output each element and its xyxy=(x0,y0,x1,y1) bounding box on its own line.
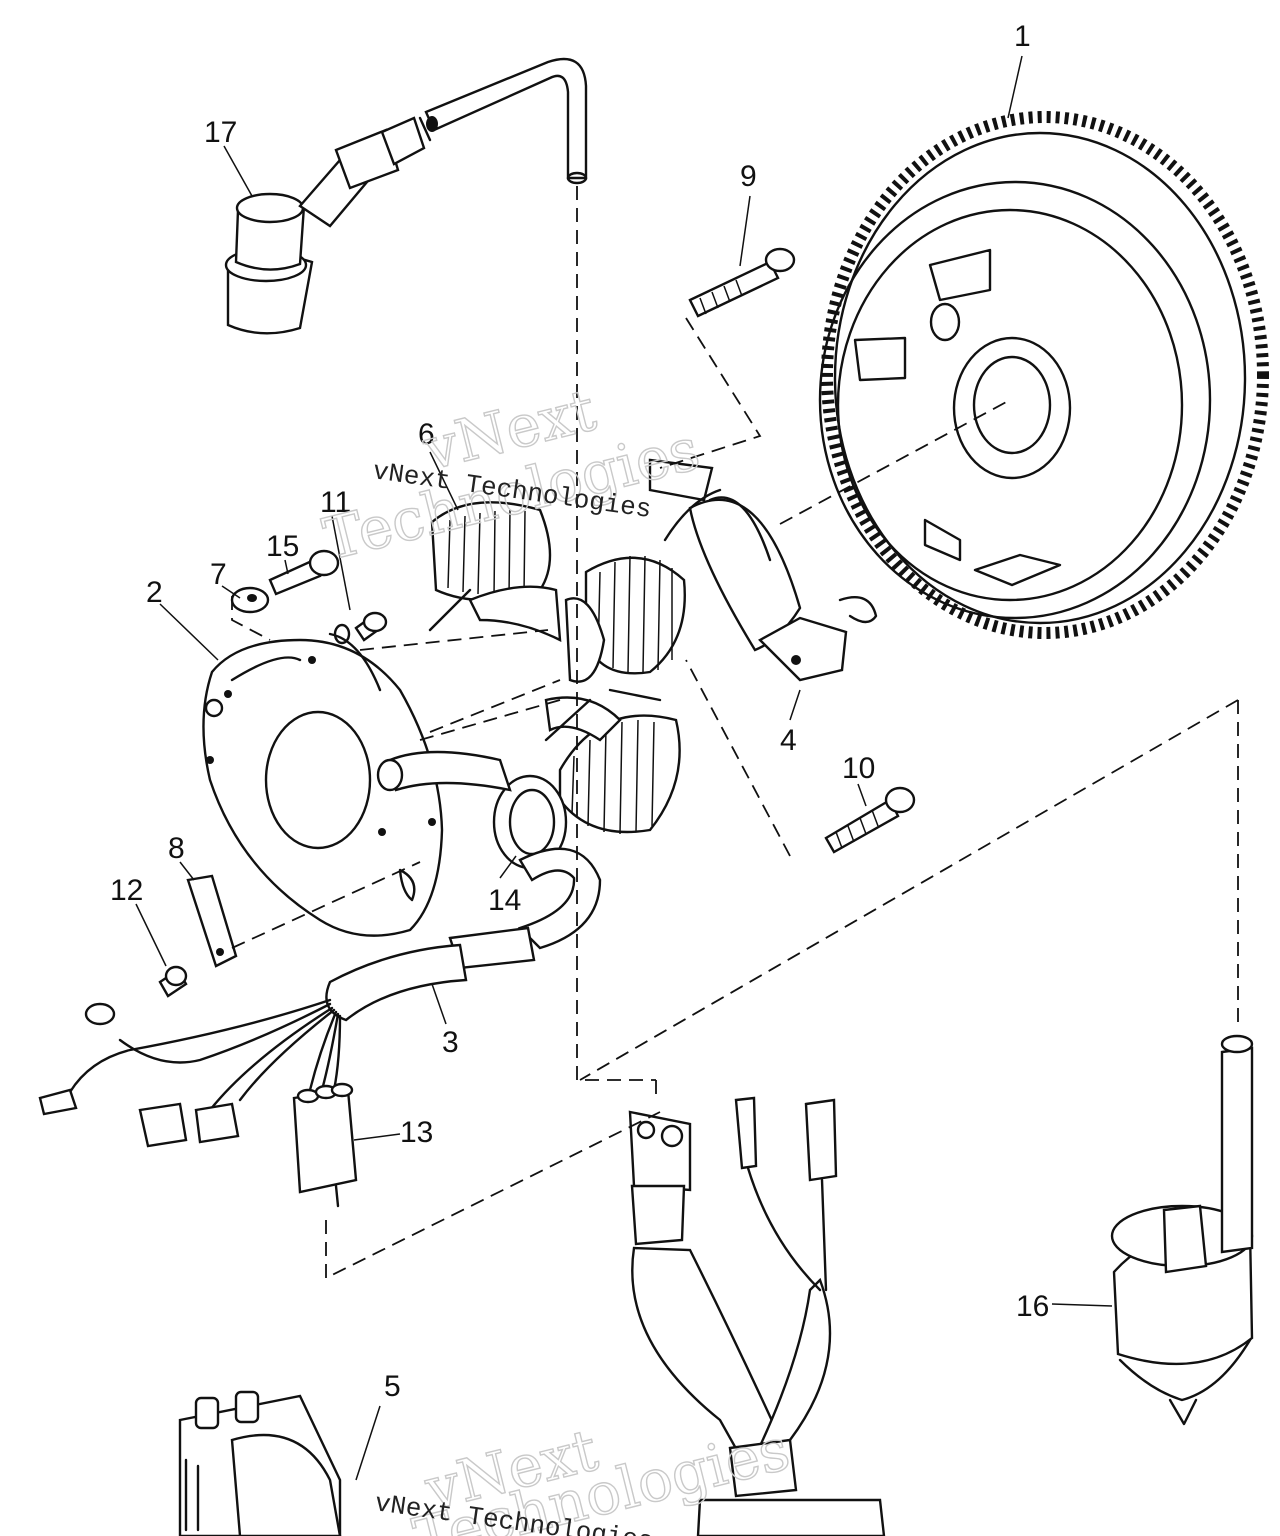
callout-17: 17 xyxy=(204,116,237,149)
callout-10: 10 xyxy=(842,752,875,785)
ignition-lead-wire xyxy=(424,57,588,185)
callout-14: 14 xyxy=(488,884,521,917)
callout-5: 5 xyxy=(384,1370,401,1403)
callout-13: 13 xyxy=(400,1116,433,1149)
callout-7: 7 xyxy=(210,558,227,591)
callout-9: 9 xyxy=(740,160,757,193)
callout-12: 12 xyxy=(110,874,143,907)
screw-12 xyxy=(158,965,188,998)
stator-plate xyxy=(202,623,444,937)
ignition-coil xyxy=(1110,1034,1254,1426)
spark-plug-cap xyxy=(224,116,432,335)
callout-8: 8 xyxy=(168,832,185,865)
callout-15: 15 xyxy=(266,530,299,563)
leader-lines xyxy=(135,55,1113,1481)
callout-1: 1 xyxy=(1014,20,1031,53)
screw-15 xyxy=(268,549,340,596)
callout-6: 6 xyxy=(418,418,435,451)
wire-harness xyxy=(38,750,602,1148)
screw-11 xyxy=(354,611,388,642)
bolt-10 xyxy=(824,786,916,854)
regulator xyxy=(178,1390,342,1536)
flywheel xyxy=(818,111,1269,639)
bolt-9 xyxy=(688,247,796,318)
callout-3: 3 xyxy=(442,1026,459,1059)
connector-13 xyxy=(292,1082,358,1208)
stator-coils xyxy=(428,501,686,835)
center-connector xyxy=(628,1096,886,1536)
callout-16: 16 xyxy=(1016,1290,1049,1323)
washer-7 xyxy=(230,586,270,614)
clamp-8 xyxy=(186,874,238,968)
pulser-coil xyxy=(648,458,878,682)
callout-4: 4 xyxy=(780,724,797,757)
callout-labels: 1 17 9 6 11 15 7 2 4 10 8 12 14 3 13 16 … xyxy=(110,20,1049,1403)
callout-2: 2 xyxy=(146,576,163,609)
assembly-lines xyxy=(231,186,1239,1280)
callout-11: 11 xyxy=(320,486,351,519)
